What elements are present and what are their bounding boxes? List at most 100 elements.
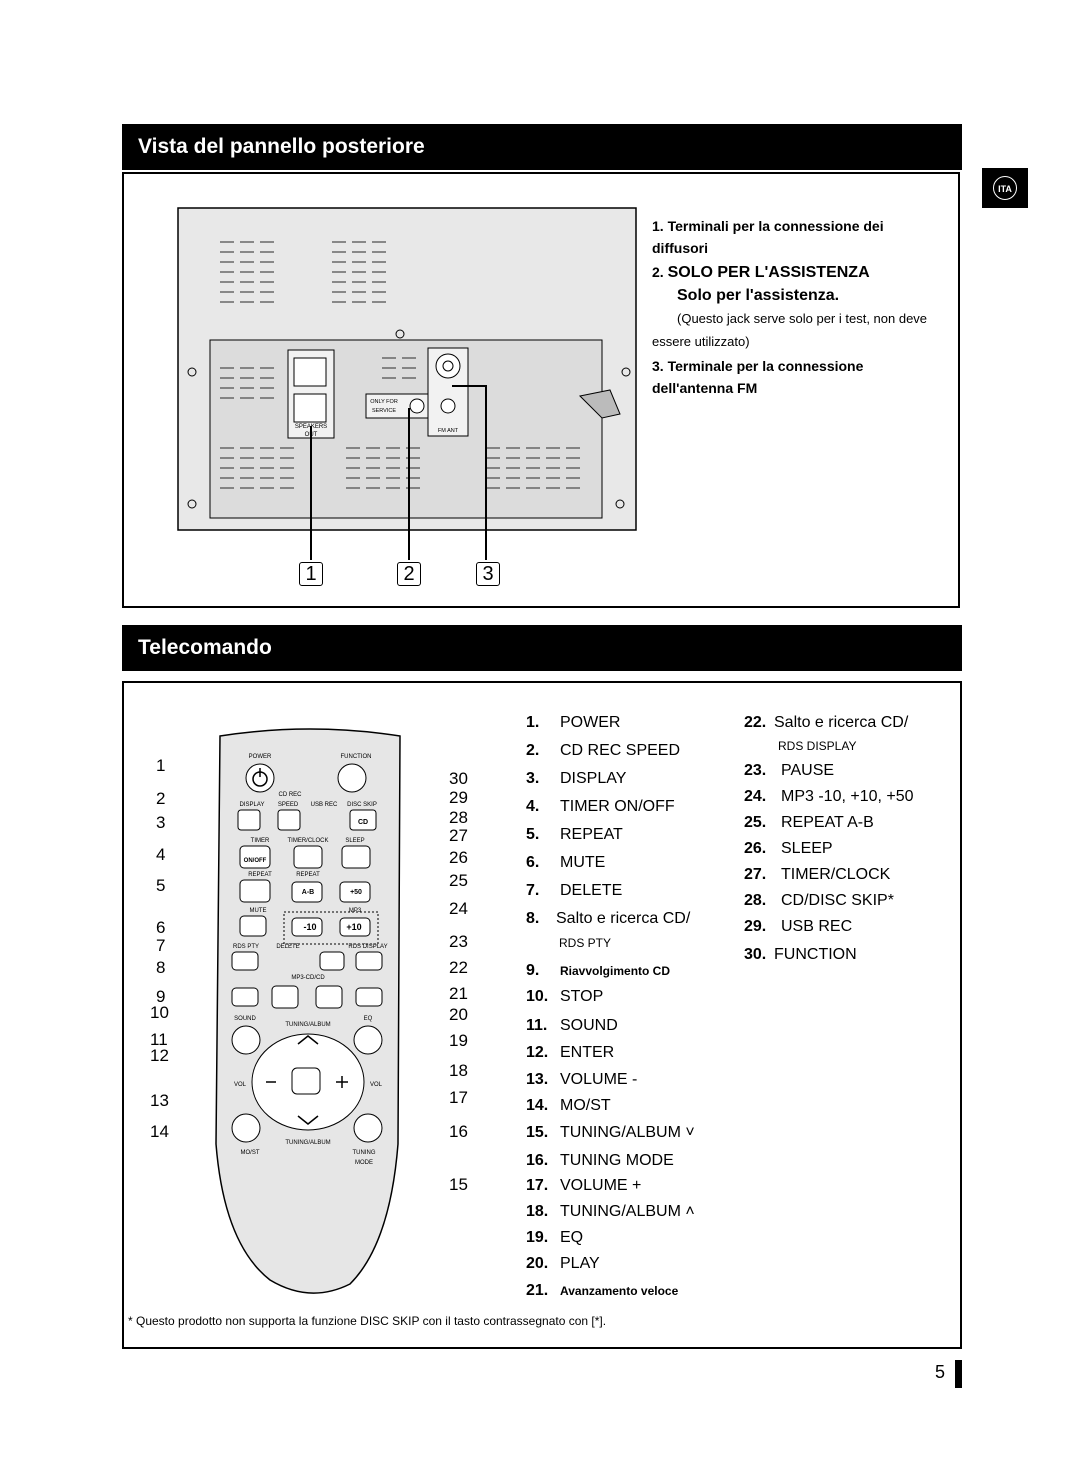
rear-item-2-number: 2. bbox=[652, 264, 664, 280]
plus10-label: +10 bbox=[346, 922, 361, 932]
remote-frame bbox=[122, 681, 962, 1349]
remote-item-19: 19.EQ bbox=[526, 1229, 584, 1246]
timer-clock-label: TIMER/CLOCK bbox=[287, 838, 328, 844]
remote-item-30: 30.FUNCTION bbox=[744, 946, 857, 963]
remote-right-number-28: 28 bbox=[449, 808, 468, 827]
section-title-remote: Telecomando bbox=[122, 625, 962, 671]
rear-callout-3: 3 bbox=[476, 562, 500, 586]
remote-left-number-11: 11 bbox=[150, 1030, 168, 1049]
vol-left-label: VOL bbox=[234, 1082, 247, 1088]
remote-item-28: 28.CD/DISC SKIP* bbox=[744, 892, 894, 909]
section-title-rear-panel: Vista del pannello posteriore bbox=[122, 124, 962, 170]
remote-right-number-24: 24 bbox=[449, 899, 468, 918]
remote-right-number-25: 25 bbox=[449, 871, 468, 890]
remote-right-number-17: 17 bbox=[449, 1088, 468, 1107]
rds-display-label: RDS DISPLAY bbox=[348, 944, 387, 950]
function-label: FUNCTION bbox=[341, 754, 372, 760]
remote-item-22-sub: RDS DISPLAY bbox=[778, 739, 857, 753]
rear-callout-2: 2 bbox=[397, 562, 421, 586]
remote-left-number-1: 1 bbox=[156, 756, 166, 775]
tuning-label: TUNING bbox=[353, 1150, 376, 1156]
delete-label: DELETE bbox=[276, 944, 299, 950]
remote-item-11: 11.SOUND bbox=[526, 1017, 618, 1034]
remote-right-number-22: 22 bbox=[449, 958, 468, 977]
remote-item-29: 29.USB REC bbox=[744, 918, 853, 935]
remote-left-number-3: 3 bbox=[156, 813, 166, 832]
remote-item-16: 16.TUNING MODE bbox=[526, 1152, 674, 1169]
remote-left-number-9: 9 bbox=[156, 987, 166, 1006]
cd-rec-label: CD REC bbox=[278, 792, 302, 798]
remote-item-24: 24.MP3 -10, +10, +50 bbox=[744, 788, 914, 805]
rear-item-1-text: Terminali per la connessione dei diffuso… bbox=[652, 218, 884, 256]
remote-item-2: 2.CD REC SPEED bbox=[526, 742, 681, 759]
remote-right-number-21: 21 bbox=[449, 984, 468, 1003]
usb-rec-label: USB REC bbox=[311, 802, 338, 808]
remote-item-20: 20.PLAY bbox=[526, 1255, 600, 1272]
rear-item-1-number: 1. bbox=[652, 218, 664, 234]
mute-label: MUTE bbox=[250, 908, 267, 914]
chevron-down-icon: ˅ bbox=[680, 1124, 695, 1141]
eq-label: EQ bbox=[364, 1016, 373, 1022]
rear-panel-illustration: SPEAKERS OUT ONLY FOR SERVICE FM ANT bbox=[177, 207, 637, 560]
tuning-album-label: TUNING/ALBUM bbox=[285, 1022, 330, 1028]
remote-item-5: 5.REPEAT bbox=[526, 826, 623, 843]
remote-item-4: 4.TIMER ON/OFF bbox=[526, 798, 675, 815]
remote-item-23: 23.PAUSE bbox=[744, 762, 835, 779]
rear-item-3: 3. Terminale per la connessione dell'ant… bbox=[652, 355, 932, 399]
repeat-label: REPEAT bbox=[248, 872, 272, 878]
vol-right-label: VOL bbox=[370, 1082, 383, 1088]
remote-item-8-sub: RDS PTY bbox=[559, 936, 612, 950]
remote-left-number-8: 8 bbox=[156, 958, 166, 977]
remote-item-13: 13.VOLUME - bbox=[526, 1071, 638, 1088]
remote-right-number-15: 15 bbox=[449, 1175, 468, 1194]
power-label: POWER bbox=[249, 754, 272, 760]
rear-callout-1: 1 bbox=[299, 562, 323, 586]
rear-item-1: 1. Terminali per la connessione dei diff… bbox=[652, 215, 932, 259]
speed-label: SPEED bbox=[278, 802, 299, 808]
service-label: SERVICE bbox=[372, 408, 396, 414]
rear-item-2: 2. SOLO PER L'ASSISTENZA Solo per l'assi… bbox=[652, 264, 928, 349]
display-label: DISPLAY bbox=[240, 802, 265, 808]
rds-pty-label: RDS PTY bbox=[233, 944, 259, 950]
remote-right-number-23: 23 bbox=[449, 932, 468, 951]
rear-panel-frame bbox=[122, 172, 960, 608]
page-number: 5 bbox=[935, 1362, 946, 1382]
remote-item-6: 6.MUTE bbox=[526, 854, 606, 871]
remote-left-number-14: 14 bbox=[150, 1122, 169, 1141]
timer-label: TIMER bbox=[251, 838, 270, 844]
remote-illustration: POWER FUNCTION CD REC DISPLAY SPEED USB … bbox=[215, 728, 401, 1294]
remote-right-number-30: 30 bbox=[449, 769, 468, 788]
cd-label: CD bbox=[358, 819, 368, 826]
sleep-label: SLEEP bbox=[345, 838, 364, 844]
remote-right-number-26: 26 bbox=[449, 848, 468, 867]
remote-left-number-5: 5 bbox=[156, 876, 166, 895]
remote-left-number-13: 13 bbox=[150, 1091, 169, 1110]
rear-item-2-text: SOLO PER L'ASSISTENZA bbox=[667, 264, 870, 281]
on-off-label: ON/OFF bbox=[244, 858, 267, 864]
remote-item-25: 25.REPEAT A-B bbox=[744, 814, 874, 831]
remote-right-number-19: 19 bbox=[449, 1031, 468, 1050]
remote-right-number-27: 27 bbox=[449, 826, 468, 845]
remote-right-number-20: 20 bbox=[449, 1005, 468, 1024]
remote-left-number-2: 2 bbox=[156, 789, 166, 808]
language-badge: ITA bbox=[982, 168, 1028, 208]
remote-item-7: 7.DELETE bbox=[526, 882, 623, 899]
repeat2-label: REPEAT bbox=[296, 872, 320, 878]
language-badge-label: ITA bbox=[993, 176, 1017, 200]
remote-item-27: 27.TIMER/CLOCK bbox=[744, 866, 891, 883]
remote-right-number-16: 16 bbox=[449, 1122, 468, 1141]
remote-item-22: 22.Salto e ricerca CD/ bbox=[744, 714, 909, 731]
remote-left-number-4: 4 bbox=[156, 845, 166, 864]
remote-item-26: 26.SLEEP bbox=[744, 840, 833, 857]
rear-item-2-sub: Solo per l'assistenza. bbox=[677, 287, 840, 304]
remote-right-number-18: 18 bbox=[449, 1061, 468, 1080]
rear-item-3-number: 3. bbox=[652, 358, 664, 374]
rear-item-2-note: Questo jack serve solo per i test, non d… bbox=[652, 311, 928, 349]
rear-item-3-text: Terminale per la connessione dell'antenn… bbox=[652, 358, 864, 396]
remote-item-3: 3.DISPLAY bbox=[526, 770, 627, 787]
mode-label: MODE bbox=[355, 1160, 373, 1166]
ab-label: A-B bbox=[302, 889, 314, 896]
remote-left-number-12: 12 bbox=[150, 1046, 169, 1065]
remote-item-15: 15.TUNING/ALBUM ˅ bbox=[526, 1124, 695, 1141]
rear-panel-descriptions: 1. Terminali per la connessione dei diff… bbox=[652, 215, 932, 401]
